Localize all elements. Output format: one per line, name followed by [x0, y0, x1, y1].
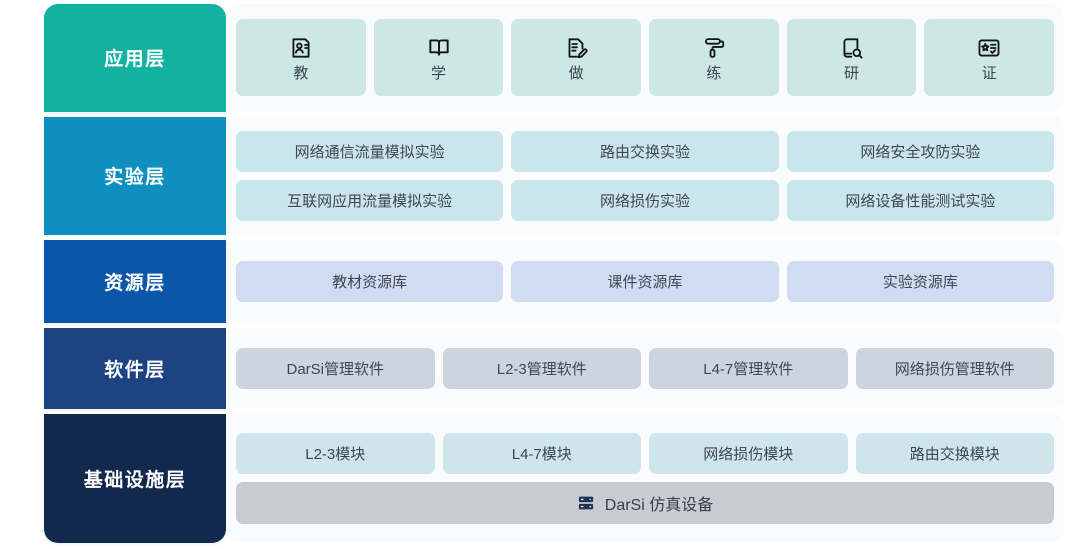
layer-label-software: 软件层 [44, 327, 226, 409]
app-tile-jiao[interactable]: 教 [236, 19, 366, 97]
experiment-tile[interactable]: 网络损伤实验 [511, 179, 779, 221]
app-tile-zuo[interactable]: 做 [511, 19, 642, 97]
infrastructure-tile[interactable]: 路由交换模块 [855, 432, 1054, 474]
darsi-device-bar[interactable]: DarSi 仿真设备 [236, 481, 1054, 524]
infrastructure-tile-row: L2-3模块 L4-7模块 网络损伤模块 路由交换模块 [236, 432, 1054, 474]
software-tile[interactable]: L4-7管理软件 [649, 347, 848, 389]
app-tile-label: 做 [568, 64, 584, 82]
app-tile-label: 练 [706, 64, 722, 82]
infrastructure-tile[interactable]: 网络损伤模块 [649, 432, 848, 474]
layer-label-text: 资源层 [104, 272, 166, 294]
layer-label-application: 应用层 [44, 4, 226, 112]
experiment-tile-row-1: 网络通信流量模拟实验 路由交换实验 网络安全攻防实验 [236, 130, 1054, 172]
resource-tile[interactable]: 课件资源库 [511, 260, 779, 302]
resource-tile[interactable]: 教材资源库 [236, 260, 504, 302]
experiment-layer-panel: 网络通信流量模拟实验 路由交换实验 网络安全攻防实验 互联网应用流量模拟实验 网… [226, 116, 1064, 236]
paint-roller-icon [701, 35, 727, 61]
layer-label-text: 基础设施层 [83, 469, 187, 491]
layer-label-experiment: 实验层 [44, 116, 226, 236]
layer-label-text: 应用层 [104, 49, 166, 71]
experiment-tile[interactable]: 路由交换实验 [511, 130, 779, 172]
layer-label-text: 实验层 [104, 167, 166, 189]
experiment-tile[interactable]: 网络安全攻防实验 [786, 130, 1054, 172]
app-tile-label: 研 [844, 64, 860, 82]
server-rack-icon [577, 494, 595, 512]
layer-label-infrastructure: 基础设施层 [44, 413, 226, 543]
teaching-board-icon [288, 35, 314, 61]
infrastructure-layer-panel: L2-3模块 L4-7模块 网络损伤模块 路由交换模块 [226, 413, 1064, 543]
application-layer-panel: 教 学 [226, 4, 1064, 112]
darsi-device-label: DarSi 仿真设备 [604, 496, 714, 514]
resource-tile-row: 教材资源库 课件资源库 实验资源库 [236, 260, 1054, 302]
infrastructure-tile[interactable]: L4-7模块 [442, 432, 641, 474]
app-tile-zheng[interactable]: 证 [924, 19, 1055, 97]
certificate-check-icon [976, 35, 1002, 61]
experiment-tile[interactable]: 互联网应用流量模拟实验 [236, 179, 504, 221]
resource-tile[interactable]: 实验资源库 [786, 260, 1054, 302]
application-tile-row: 教 学 [236, 19, 1055, 97]
experiment-tile-row-2: 互联网应用流量模拟实验 网络损伤实验 网络设备性能测试实验 [236, 179, 1054, 221]
infrastructure-tile[interactable]: L2-3模块 [236, 432, 435, 474]
open-book-icon [426, 35, 452, 61]
app-tile-lian[interactable]: 练 [649, 19, 779, 97]
app-tile-yan[interactable]: 研 [786, 19, 917, 97]
experiment-tile[interactable]: 网络通信流量模拟实验 [236, 130, 504, 172]
book-search-icon [839, 35, 865, 61]
resource-layer-panel: 教材资源库 课件资源库 实验资源库 [226, 240, 1064, 323]
app-tile-xue[interactable]: 学 [373, 19, 504, 97]
software-tile[interactable]: L2-3管理软件 [442, 347, 641, 389]
software-tile[interactable]: DarSi管理软件 [236, 347, 435, 389]
layer-label-column: 应用层 实验层 资源层 软件层 基础设施层 [0, 0, 226, 549]
app-tile-label: 学 [431, 64, 447, 82]
software-layer-panel: DarSi管理软件 L2-3管理软件 L4-7管理软件 网络损伤管理软件 [226, 327, 1064, 409]
experiment-tile[interactable]: 网络设备性能测试实验 [786, 179, 1054, 221]
software-tile[interactable]: 网络损伤管理软件 [855, 347, 1054, 389]
app-tile-label: 教 [293, 64, 309, 82]
app-tile-label: 证 [981, 64, 997, 82]
layer-content-column: 教 学 [226, 0, 1080, 549]
layer-label-resource: 资源层 [44, 240, 226, 323]
layer-label-text: 软件层 [104, 359, 166, 381]
software-tile-row: DarSi管理软件 L2-3管理软件 L4-7管理软件 网络损伤管理软件 [236, 347, 1054, 389]
document-pencil-icon [563, 35, 589, 61]
